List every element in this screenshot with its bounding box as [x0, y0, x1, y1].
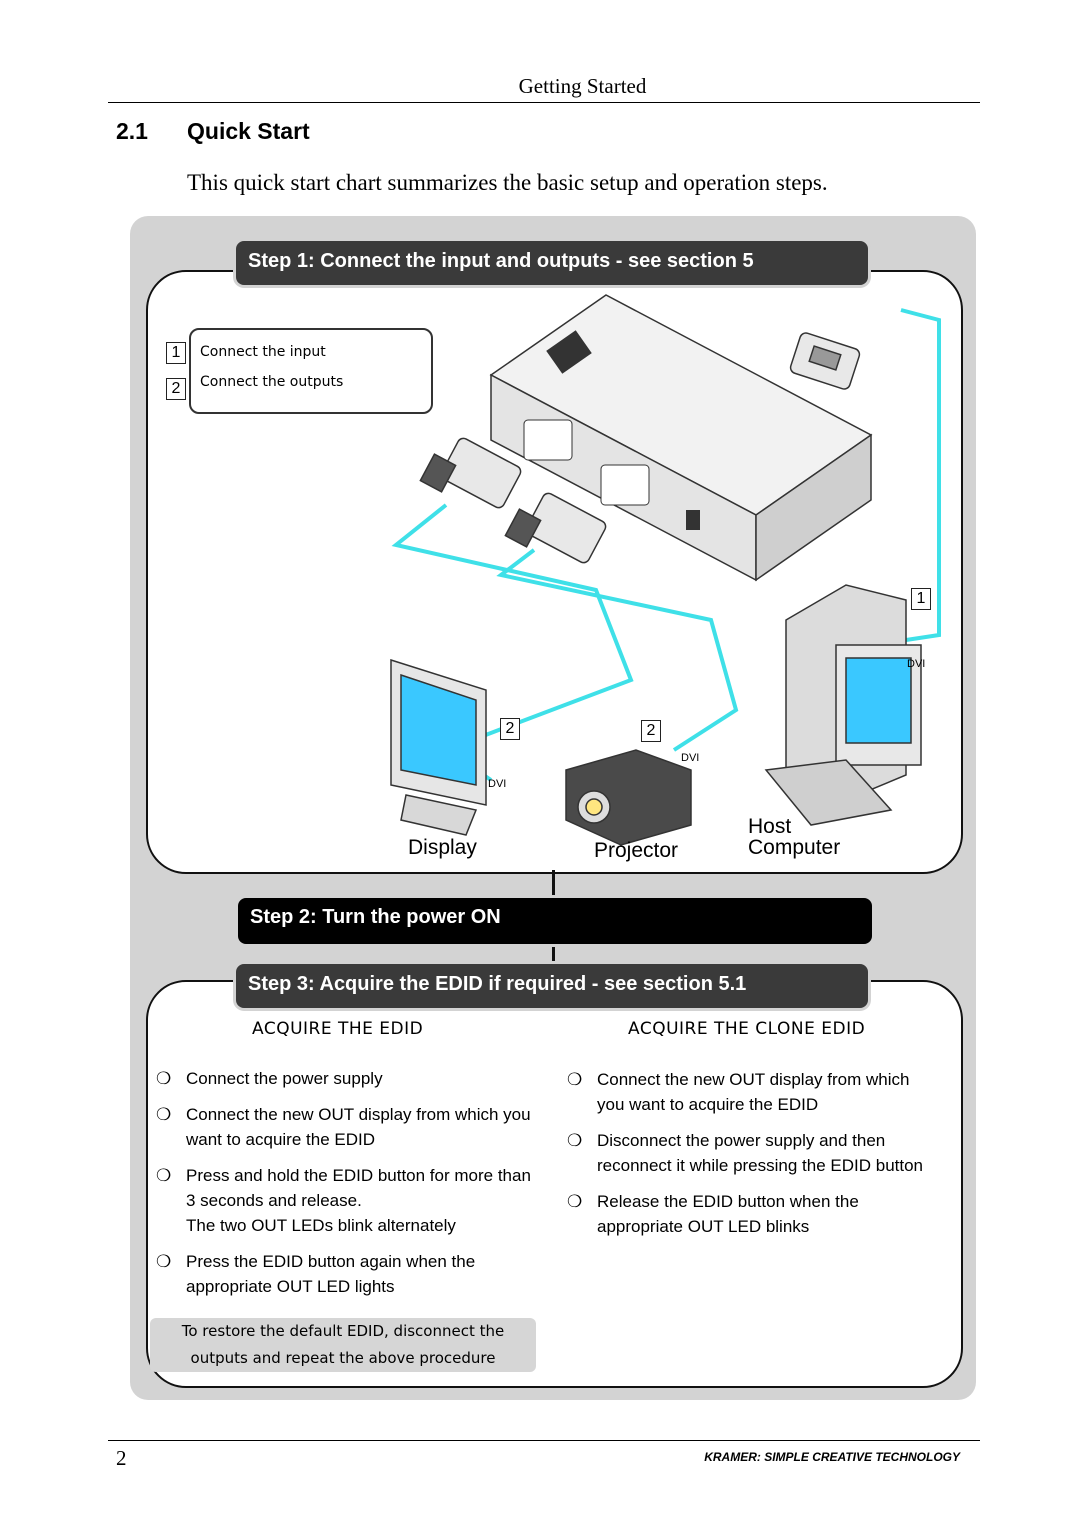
- note-line-1: To restore the default EDID, disconnect …: [181, 1322, 505, 1340]
- running-head: Getting Started: [518, 74, 647, 98]
- intro-paragraph: This quick start chart summarizes the ba…: [187, 170, 828, 195]
- marker-host-1: 1: [911, 588, 931, 610]
- list-item: ❍ Press the EDID button again when the ap…: [156, 1249, 536, 1299]
- callout-text-outputs: Connect the outputs: [200, 374, 344, 390]
- dvi-plug-output-2: [504, 492, 607, 564]
- dvi-plug-input: [789, 332, 861, 390]
- heading-acquire-edid: ACQUIRE THE EDID: [252, 1019, 424, 1039]
- list-item: ❍ Connect the new OUT display from which …: [567, 1067, 937, 1117]
- note-line-2: outputs and repeat the above procedure: [190, 1349, 496, 1367]
- bullet-icon: ❍: [156, 1252, 172, 1271]
- list-item-text: Connect the new OUT display from which y…: [186, 1105, 531, 1149]
- bullet-icon: ❍: [567, 1192, 583, 1211]
- list-item-text: Connect the new OUT display from which y…: [597, 1070, 910, 1114]
- connection-callout: [189, 328, 433, 414]
- heading-acquire-clone-edid: ACQUIRE THE CLONE EDID: [628, 1019, 866, 1039]
- label-host: Host: [748, 815, 792, 838]
- step1-title-bar: Step 1: Connect the input and outputs - …: [236, 241, 868, 285]
- projector: [565, 749, 692, 846]
- list-item: ❍ Press and hold the EDID button for more…: [156, 1163, 536, 1213]
- host-computer: [764, 584, 922, 826]
- list-subnote: The two OUT LEDs blink alternately: [156, 1213, 536, 1238]
- list-item: ❍ Connect the power supply: [156, 1066, 536, 1091]
- marker-projector-2: 2: [641, 720, 661, 742]
- dvi-plug-output-1: [419, 437, 522, 509]
- subnote-text: The two OUT LEDs blink alternately: [186, 1216, 456, 1235]
- header-rule: [108, 102, 980, 103]
- marker-display-2: 2: [500, 718, 520, 740]
- callout-text-input: Connect the input: [200, 344, 326, 360]
- section-number: 2.1: [116, 118, 148, 144]
- connection-diagram: [390, 294, 941, 846]
- list-item-text: Disconnect the power supply and then rec…: [597, 1131, 924, 1175]
- section-title: Quick Start: [187, 118, 310, 144]
- list-item: ❍ Connect the new OUT display from which …: [156, 1102, 536, 1152]
- list-item-text: Press and hold the EDID button for more …: [186, 1166, 531, 1210]
- acquire-edid-list: ❍ Connect the power supply ❍ Connect the n…: [156, 1066, 536, 1310]
- list-item-text: Connect the power supply: [186, 1069, 383, 1088]
- label-computer: Computer: [748, 836, 841, 859]
- callout-number-2: 2: [166, 378, 186, 400]
- bullet-icon: ❍: [567, 1070, 583, 1089]
- callout-number-1: 1: [166, 342, 186, 364]
- restore-default-note: To restore the default EDID, disconnect …: [150, 1318, 536, 1372]
- dvi-label-display: DVI: [488, 778, 507, 790]
- page-number: 2: [116, 1446, 127, 1470]
- step3-title-bar: Step 3: Acquire the EDID if required - s…: [236, 964, 868, 1008]
- dvi-label-host: DVI: [907, 658, 926, 670]
- acquire-clone-edid-list: ❍ Connect the new OUT display from which …: [567, 1067, 937, 1250]
- label-projector: Projector: [594, 839, 679, 862]
- footer-brand: KRAMER: SIMPLE CREATIVE TECHNOLOGY: [704, 1450, 960, 1464]
- list-item-text: Press the EDID button again when the app…: [186, 1252, 476, 1296]
- step2-title-bar: Step 2: Turn the power ON: [238, 898, 872, 944]
- bullet-icon: ❍: [156, 1166, 172, 1185]
- dvi-label-projector: DVI: [681, 752, 700, 764]
- list-item: ❍ Disconnect the power supply and then re…: [567, 1128, 937, 1178]
- bullet-icon: ❍: [567, 1131, 583, 1150]
- list-item: ❍ Release the EDID button when the approp…: [567, 1189, 937, 1239]
- label-display: Display: [408, 836, 477, 859]
- bullet-icon: ❍: [156, 1105, 172, 1124]
- distributor-device: [489, 294, 873, 582]
- footer-rule: [108, 1440, 980, 1441]
- display-monitor: [390, 658, 487, 836]
- bullet-icon: ❍: [156, 1069, 172, 1088]
- list-item-text: Release the EDID button when the appropr…: [597, 1192, 859, 1236]
